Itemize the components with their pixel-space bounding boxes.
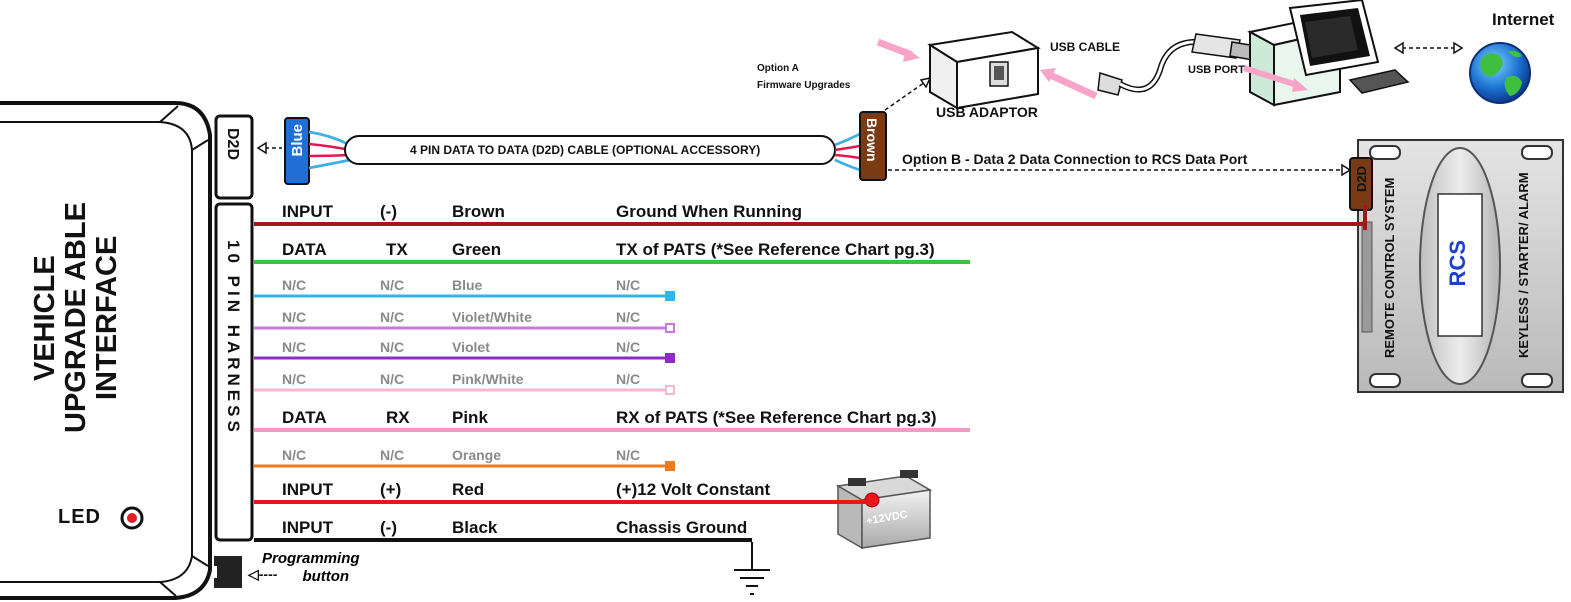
wire-color-label: Red bbox=[452, 480, 485, 499]
wire-type-label: INPUT bbox=[282, 518, 333, 537]
wire-end-cap bbox=[665, 291, 675, 301]
rcs-right-text: KEYLESS / STARTER/ ALARM bbox=[1516, 172, 1531, 358]
rcs-module-icon bbox=[1349, 139, 1564, 393]
led-indicator-icon bbox=[120, 506, 144, 530]
wire-description-label: Ground When Running bbox=[616, 202, 803, 221]
internet-label: Internet bbox=[1492, 10, 1555, 29]
wire-description-label: (+)12 Volt Constant bbox=[616, 480, 771, 499]
harness-tab-label: 10 PIN HARNESS bbox=[224, 240, 243, 436]
wire-type-label: N/C bbox=[282, 309, 307, 325]
wire-signal-label: N/C bbox=[380, 309, 405, 325]
programming-label-line-1: Programming bbox=[262, 550, 360, 567]
wire-type-label: N/C bbox=[282, 371, 307, 387]
wire-description-label: N/C bbox=[616, 277, 641, 293]
led-label: LED bbox=[58, 506, 101, 528]
ground-symbol-icon bbox=[734, 542, 770, 595]
option-a-line-2: Firmware Upgrades bbox=[757, 80, 851, 91]
wire-color-label: Pink/White bbox=[452, 371, 524, 387]
programming-button[interactable] bbox=[214, 556, 242, 588]
wire-signal-label: N/C bbox=[380, 277, 405, 293]
programming-button-label: Programming button bbox=[262, 550, 360, 586]
usb-port-label: USB PORT bbox=[1188, 64, 1245, 76]
option-a-line-1: Option A bbox=[757, 63, 799, 74]
d2d-port-tab bbox=[214, 114, 254, 200]
wire-color-label: Violet bbox=[452, 339, 490, 355]
wire-description-label: RX of PATS (*See Reference Chart pg.3) bbox=[616, 408, 937, 427]
harness-connector-tab bbox=[214, 202, 254, 542]
module-title-line-3: INTERFACE bbox=[91, 235, 123, 401]
wire-type-label: INPUT bbox=[282, 202, 333, 221]
wire-type-label: N/C bbox=[282, 339, 307, 355]
interface-module-body bbox=[0, 101, 212, 600]
usb-adaptor-label: USB ADAPTOR bbox=[936, 104, 1038, 120]
wire-end-cap bbox=[665, 353, 675, 363]
wire-signal-label: N/C bbox=[380, 447, 405, 463]
wire-description-label: N/C bbox=[616, 447, 641, 463]
rcs-side-text: REMOTE CONTROL SYSTEM bbox=[1382, 177, 1397, 359]
wire-description-label: Chassis Ground bbox=[616, 518, 748, 537]
programming-label-line-2: button bbox=[302, 568, 350, 585]
brown-connector-label: Brown bbox=[864, 118, 880, 162]
programming-arrow-icon: ◁‑‑‑‑ bbox=[248, 566, 278, 582]
usb-cable-icon bbox=[1097, 33, 1257, 96]
wire-end-cap bbox=[665, 461, 675, 471]
wire-end-cap bbox=[665, 385, 675, 395]
d2d-tab-label: D2D bbox=[224, 128, 241, 161]
wire-end-cap bbox=[665, 323, 675, 333]
wire-signal-label: N/C bbox=[380, 371, 405, 387]
usb-cable-label: USB CABLE bbox=[1050, 40, 1121, 54]
wire-signal-label: (+) bbox=[380, 480, 402, 499]
wire-signal-label: TX bbox=[386, 240, 408, 259]
option-a-label: Option A Firmware Upgrades bbox=[757, 60, 850, 94]
d2d-cable bbox=[256, 76, 1352, 185]
wire-description-label: N/C bbox=[616, 339, 641, 355]
wire-color-label: Green bbox=[452, 240, 502, 259]
usb-adaptor-icon bbox=[876, 30, 1098, 110]
wire-signal-label: RX bbox=[386, 408, 410, 427]
wire-color-label: Black bbox=[452, 518, 498, 537]
internet-globe-icon bbox=[1469, 42, 1531, 104]
computer-icon bbox=[1243, 0, 1464, 107]
wire-type-label: DATA bbox=[282, 240, 327, 259]
wire-type-label: N/C bbox=[282, 277, 307, 293]
module-title-line-2: UPGRADE ABLE bbox=[60, 202, 92, 434]
wire-signal-label: (-) bbox=[380, 518, 397, 537]
module-title: VEHICLE UPGRADE ABLE INTERFACE bbox=[29, 198, 123, 438]
module-title-line-1: VEHICLE bbox=[29, 255, 61, 381]
rcs-d2d-label: D2D bbox=[1354, 166, 1369, 193]
d2d-cable-label: 4 PIN DATA TO DATA (D2D) CABLE (OPTIONAL… bbox=[410, 143, 761, 157]
blue-connector-label: Blue bbox=[289, 124, 306, 157]
wire-color-label: Brown bbox=[452, 202, 505, 221]
wire-signal-label: N/C bbox=[380, 339, 405, 355]
wire-type-label: DATA bbox=[282, 408, 327, 427]
wire-description-label: TX of PATS (*See Reference Chart pg.3) bbox=[616, 240, 935, 259]
rcs-logo: RCS bbox=[1445, 240, 1470, 287]
wire-type-label: INPUT bbox=[282, 480, 333, 499]
wire-color-label: Orange bbox=[452, 447, 502, 463]
wire-color-label: Blue bbox=[452, 277, 483, 293]
wire-description-label: N/C bbox=[616, 309, 641, 325]
wire-signal-label: (-) bbox=[380, 202, 397, 221]
wire-type-label: N/C bbox=[282, 447, 307, 463]
wire-description-label: N/C bbox=[616, 371, 641, 387]
wire-color-label: Pink bbox=[452, 408, 488, 427]
wire-color-label: Violet/White bbox=[452, 309, 532, 325]
option-b-label: Option B - Data 2 Data Connection to RCS… bbox=[902, 151, 1248, 167]
